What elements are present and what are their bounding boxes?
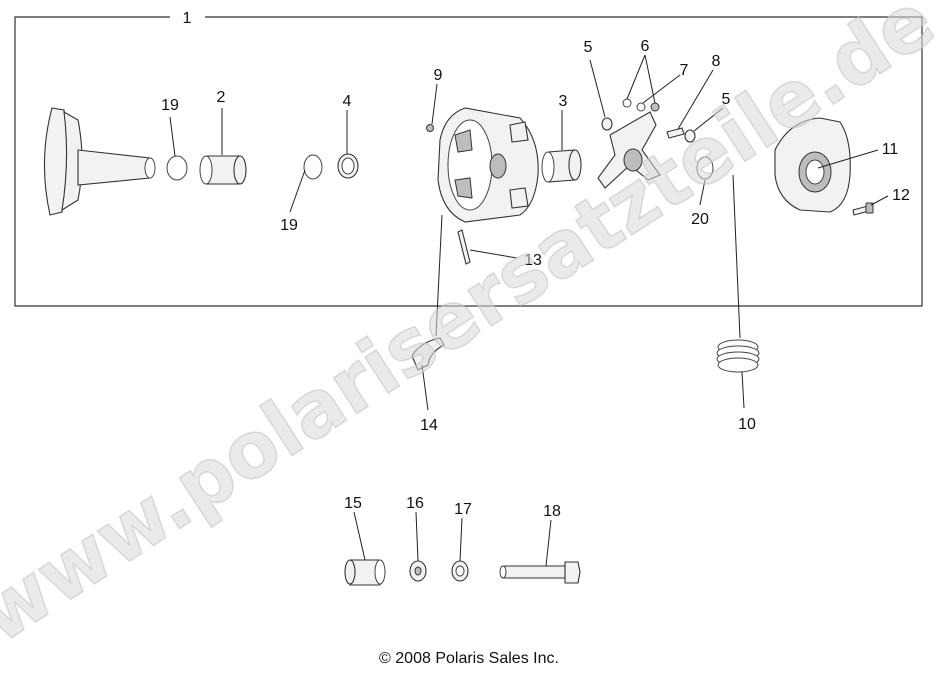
callout-15: 15 [344,495,362,512]
driven-sheave-part [43,107,156,216]
leader-lines [169,54,889,567]
washer-16-part [409,560,427,582]
callout-5-right: 5 [722,91,731,108]
callout-13: 13 [524,252,542,269]
button-5a-part [601,117,613,131]
spider-part [597,111,661,189]
assembly-frame [14,16,923,307]
moveable-sheave-part [437,107,539,223]
watermark: www.polarisersatzteile.de [0,0,938,662]
ring-19-mid-part [303,154,323,180]
callout-20: 20 [691,211,709,228]
callout-5-left: 5 [584,39,593,56]
cover-11-part [774,117,851,213]
callout-18: 18 [543,503,561,520]
callout-19-mid: 19 [280,217,298,234]
pin-8-part [666,127,685,139]
washer-6b-part [636,102,646,112]
ring-20-part [696,156,714,180]
washer-7-part [650,102,660,112]
callout-19-left: 19 [161,97,179,114]
callout-12: 12 [892,187,910,204]
callout-4: 4 [343,93,352,110]
copyright-notice: © 2008 Polaris Sales Inc. [379,650,559,667]
bushing-2-part [199,155,247,185]
callout-1: 1 [183,10,192,27]
callout-6: 6 [641,38,650,55]
weight-14-part [411,337,445,371]
ring-19-left-part [166,155,188,181]
bolt-18-part [499,561,581,584]
bushing-3-part [541,149,582,183]
seal-4-part [337,153,359,179]
washer-6a-part [622,98,632,108]
pin-13-part [457,229,471,265]
callout-17: 17 [454,501,472,518]
button-5b-part [684,129,696,143]
callout-14: 14 [420,417,438,434]
callout-11: 11 [882,141,899,158]
callout-9: 9 [434,67,443,84]
callout-3: 3 [559,93,568,110]
nut-9-part [426,124,434,132]
bolt-12-part [852,202,874,216]
callout-7: 7 [680,62,689,79]
washer-17-part [451,560,469,582]
spacer-15-part [344,559,386,586]
callout-8: 8 [712,53,721,70]
callout-10: 10 [738,416,756,433]
spring-10-part [716,339,760,373]
callout-2: 2 [217,89,226,106]
callout-16: 16 [406,495,424,512]
